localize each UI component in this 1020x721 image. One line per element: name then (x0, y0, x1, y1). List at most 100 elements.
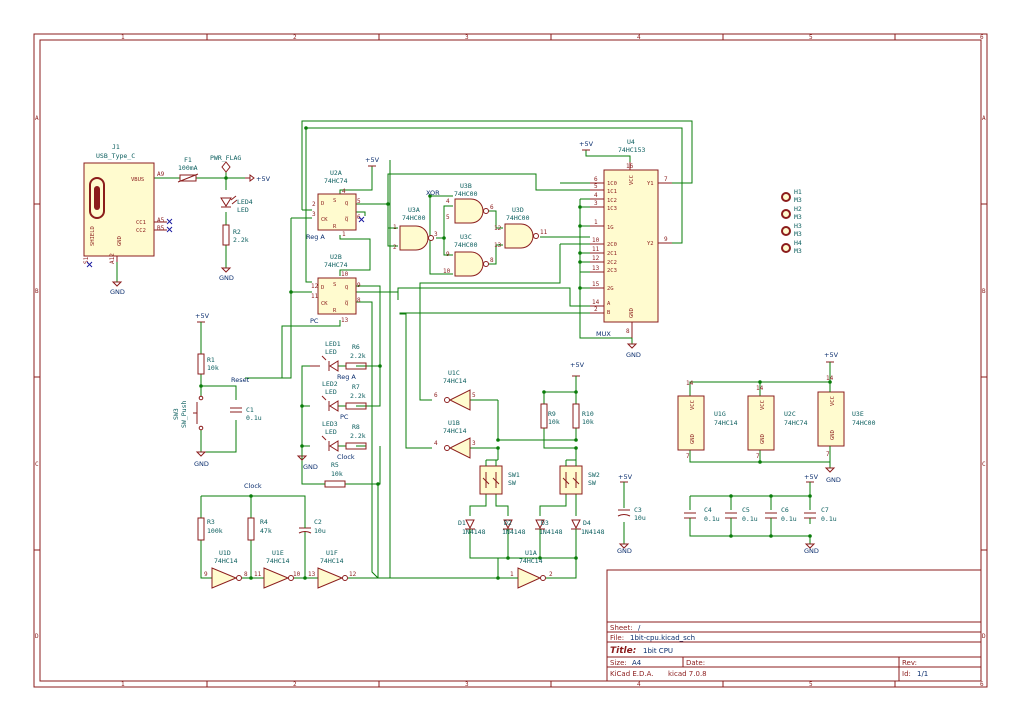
j1-value: USB_Type_C (96, 152, 135, 160)
power-unit-u1g[interactable]: VCC GND U1G 74HC14 147 (677, 380, 738, 460)
inverter-u1b[interactable]: U1B 74HC14 34 (434, 419, 476, 459)
diode-d2[interactable]: D2 1N4148 (502, 519, 526, 538)
svg-text:5: 5 (472, 392, 476, 399)
r7-value: 2.2k (350, 392, 366, 400)
svg-text:7: 7 (826, 451, 830, 458)
sw3-value: SW_Push (180, 401, 188, 428)
svg-text:5: 5 (357, 198, 361, 205)
sheet-border: 1 2 3 4 5 6 1 2 3 4 5 6 A B C D A B C D (33, 33, 988, 688)
capacitor-c1[interactable]: C1 0.1u (230, 406, 262, 422)
svg-text:13: 13 (308, 571, 316, 578)
svg-text:14: 14 (686, 380, 694, 387)
id-value: 1/1 (917, 670, 928, 678)
pin-label: Q (345, 285, 348, 291)
mux-u4[interactable]: U4 74HC153 1C0 1C1 1C2 1C3 1G 2C0 2C1 2C… (590, 138, 672, 338)
u2a-ref: U2A (330, 169, 342, 177)
nand-gate-u3b[interactable]: U3B 74HC00 XOR 456 (426, 182, 494, 224)
led-led2[interactable]: LED2 LED PC (321, 380, 349, 421)
led-led3[interactable]: LED3 LED Clock (321, 420, 355, 461)
col-label: 6 (980, 681, 984, 688)
svg-text:13: 13 (494, 242, 502, 249)
led4-value: LED (237, 206, 249, 214)
clock-net-label: Clock (244, 482, 262, 490)
r8-ref: R8 (352, 423, 360, 431)
vcc-symbols: +5V +5V +5V +5V +5V +5V +5V (195, 140, 839, 486)
resistor-r1[interactable]: R1 10k (197, 353, 219, 375)
capacitor-c7[interactable]: C7 0.1u (804, 506, 837, 524)
gnd-label: GND (110, 288, 125, 296)
svg-text:2: 2 (549, 571, 553, 578)
flipflop-u2a[interactable]: U2A 74HC74 D Q Q̅ S R CK 23 56 41 Reg A (306, 169, 365, 241)
hole-ref: H2 (794, 205, 802, 213)
resistor-r8[interactable]: R8 2.2k (345, 423, 367, 450)
r4-ref: R4 (260, 518, 268, 526)
col-label: 6 (980, 34, 984, 41)
hole-ref: H3 (794, 222, 802, 230)
d3-value: 1N4148 (539, 528, 563, 536)
diode-d3[interactable]: D3 1N4148 (535, 519, 563, 538)
u2b-value: 74HC74 (324, 261, 348, 269)
usb-connector-j1[interactable]: J1 USB_Type_C VBUS CC1 CC2 SHIELD GND A9… (83, 143, 173, 268)
u1b-value: 74HC14 (443, 427, 467, 435)
resistor-r6[interactable]: R6 2.2k (345, 343, 367, 370)
push-switch-sw3[interactable]: SW3 SW_Push (172, 395, 204, 431)
resistor-r4[interactable]: R4 47k (247, 517, 272, 541)
j1-pin: GND (117, 236, 123, 246)
nand-gate-u3a[interactable]: U3A 74HC00 123 (393, 206, 438, 251)
j1-pin-num: A12 (109, 253, 116, 264)
diode-d1[interactable]: D1 1N4148 (458, 519, 486, 538)
r2-value: 2.2k (233, 236, 249, 244)
capacitor-c5[interactable]: C5 0.1u (725, 506, 758, 524)
r3-value: 100k (207, 527, 223, 535)
pin-label: VCC (760, 400, 766, 410)
resistor-r2[interactable]: R2 2.2k (222, 224, 249, 246)
resistor-r9[interactable]: R9 10k (540, 403, 560, 429)
capacitor-c4[interactable]: C4 0.1u (684, 506, 720, 524)
row-label: D (982, 633, 986, 640)
resistor-r10[interactable]: R10 10k (572, 403, 594, 429)
led1-value: LED (325, 348, 337, 356)
u1b-ref: U1B (448, 419, 460, 427)
capacitor-c3[interactable]: C3 10u (617, 506, 646, 522)
pin-label: 2C3 (607, 268, 617, 274)
pin-label: R (333, 224, 337, 230)
resistor-r5[interactable]: R5 10k (318, 461, 346, 488)
r6-value: 2.2k (350, 352, 366, 360)
hole-value: M3 (794, 196, 802, 204)
c1-value: 0.1u (246, 414, 262, 422)
svg-text:5: 5 (594, 183, 598, 190)
j1-pin: CC1 (136, 220, 146, 226)
capacitor-c2[interactable]: C2 10u (298, 518, 326, 540)
resistor-r7[interactable]: R7 2.2k (345, 383, 367, 410)
inverter-u1c[interactable]: U1C 74HC14 56 (434, 369, 476, 411)
led1-ref: LED1 (325, 340, 341, 348)
fuse-f1[interactable]: F1 100mA (177, 156, 199, 183)
resistor-r3[interactable]: R3 100k (197, 517, 223, 541)
svg-text:10: 10 (443, 268, 451, 275)
pin-label: GND (830, 430, 836, 440)
file-value: 1bit-cpu.kicad_sch (630, 634, 695, 642)
led-led1[interactable]: LED1 LED Reg A (310, 340, 356, 381)
switch-sw1[interactable]: SW1 SW (479, 459, 520, 495)
svg-text:4: 4 (342, 188, 346, 195)
switch-sw2[interactable]: SW2 SW (559, 459, 600, 495)
pin-label: Q̅ (345, 300, 349, 307)
power-unit-u3e[interactable]: VCC GND U3E 74HC00 147 (817, 375, 876, 462)
c4-ref: C4 (704, 506, 712, 514)
diode-d4[interactable]: D4 1N4148 (571, 519, 605, 538)
svg-text:9: 9 (664, 236, 668, 243)
vcc-label: +5V (824, 351, 839, 359)
svg-text:13: 13 (592, 265, 600, 272)
svg-text:6: 6 (490, 204, 494, 211)
capacitor-c6[interactable]: C6 0.1u (765, 506, 797, 524)
power-unit-u2c[interactable]: VCC GND U2C 74HC74 147 (747, 385, 808, 460)
led-led4[interactable]: LED4 LED (220, 195, 253, 214)
u1c-value: 74HC14 (443, 377, 467, 385)
